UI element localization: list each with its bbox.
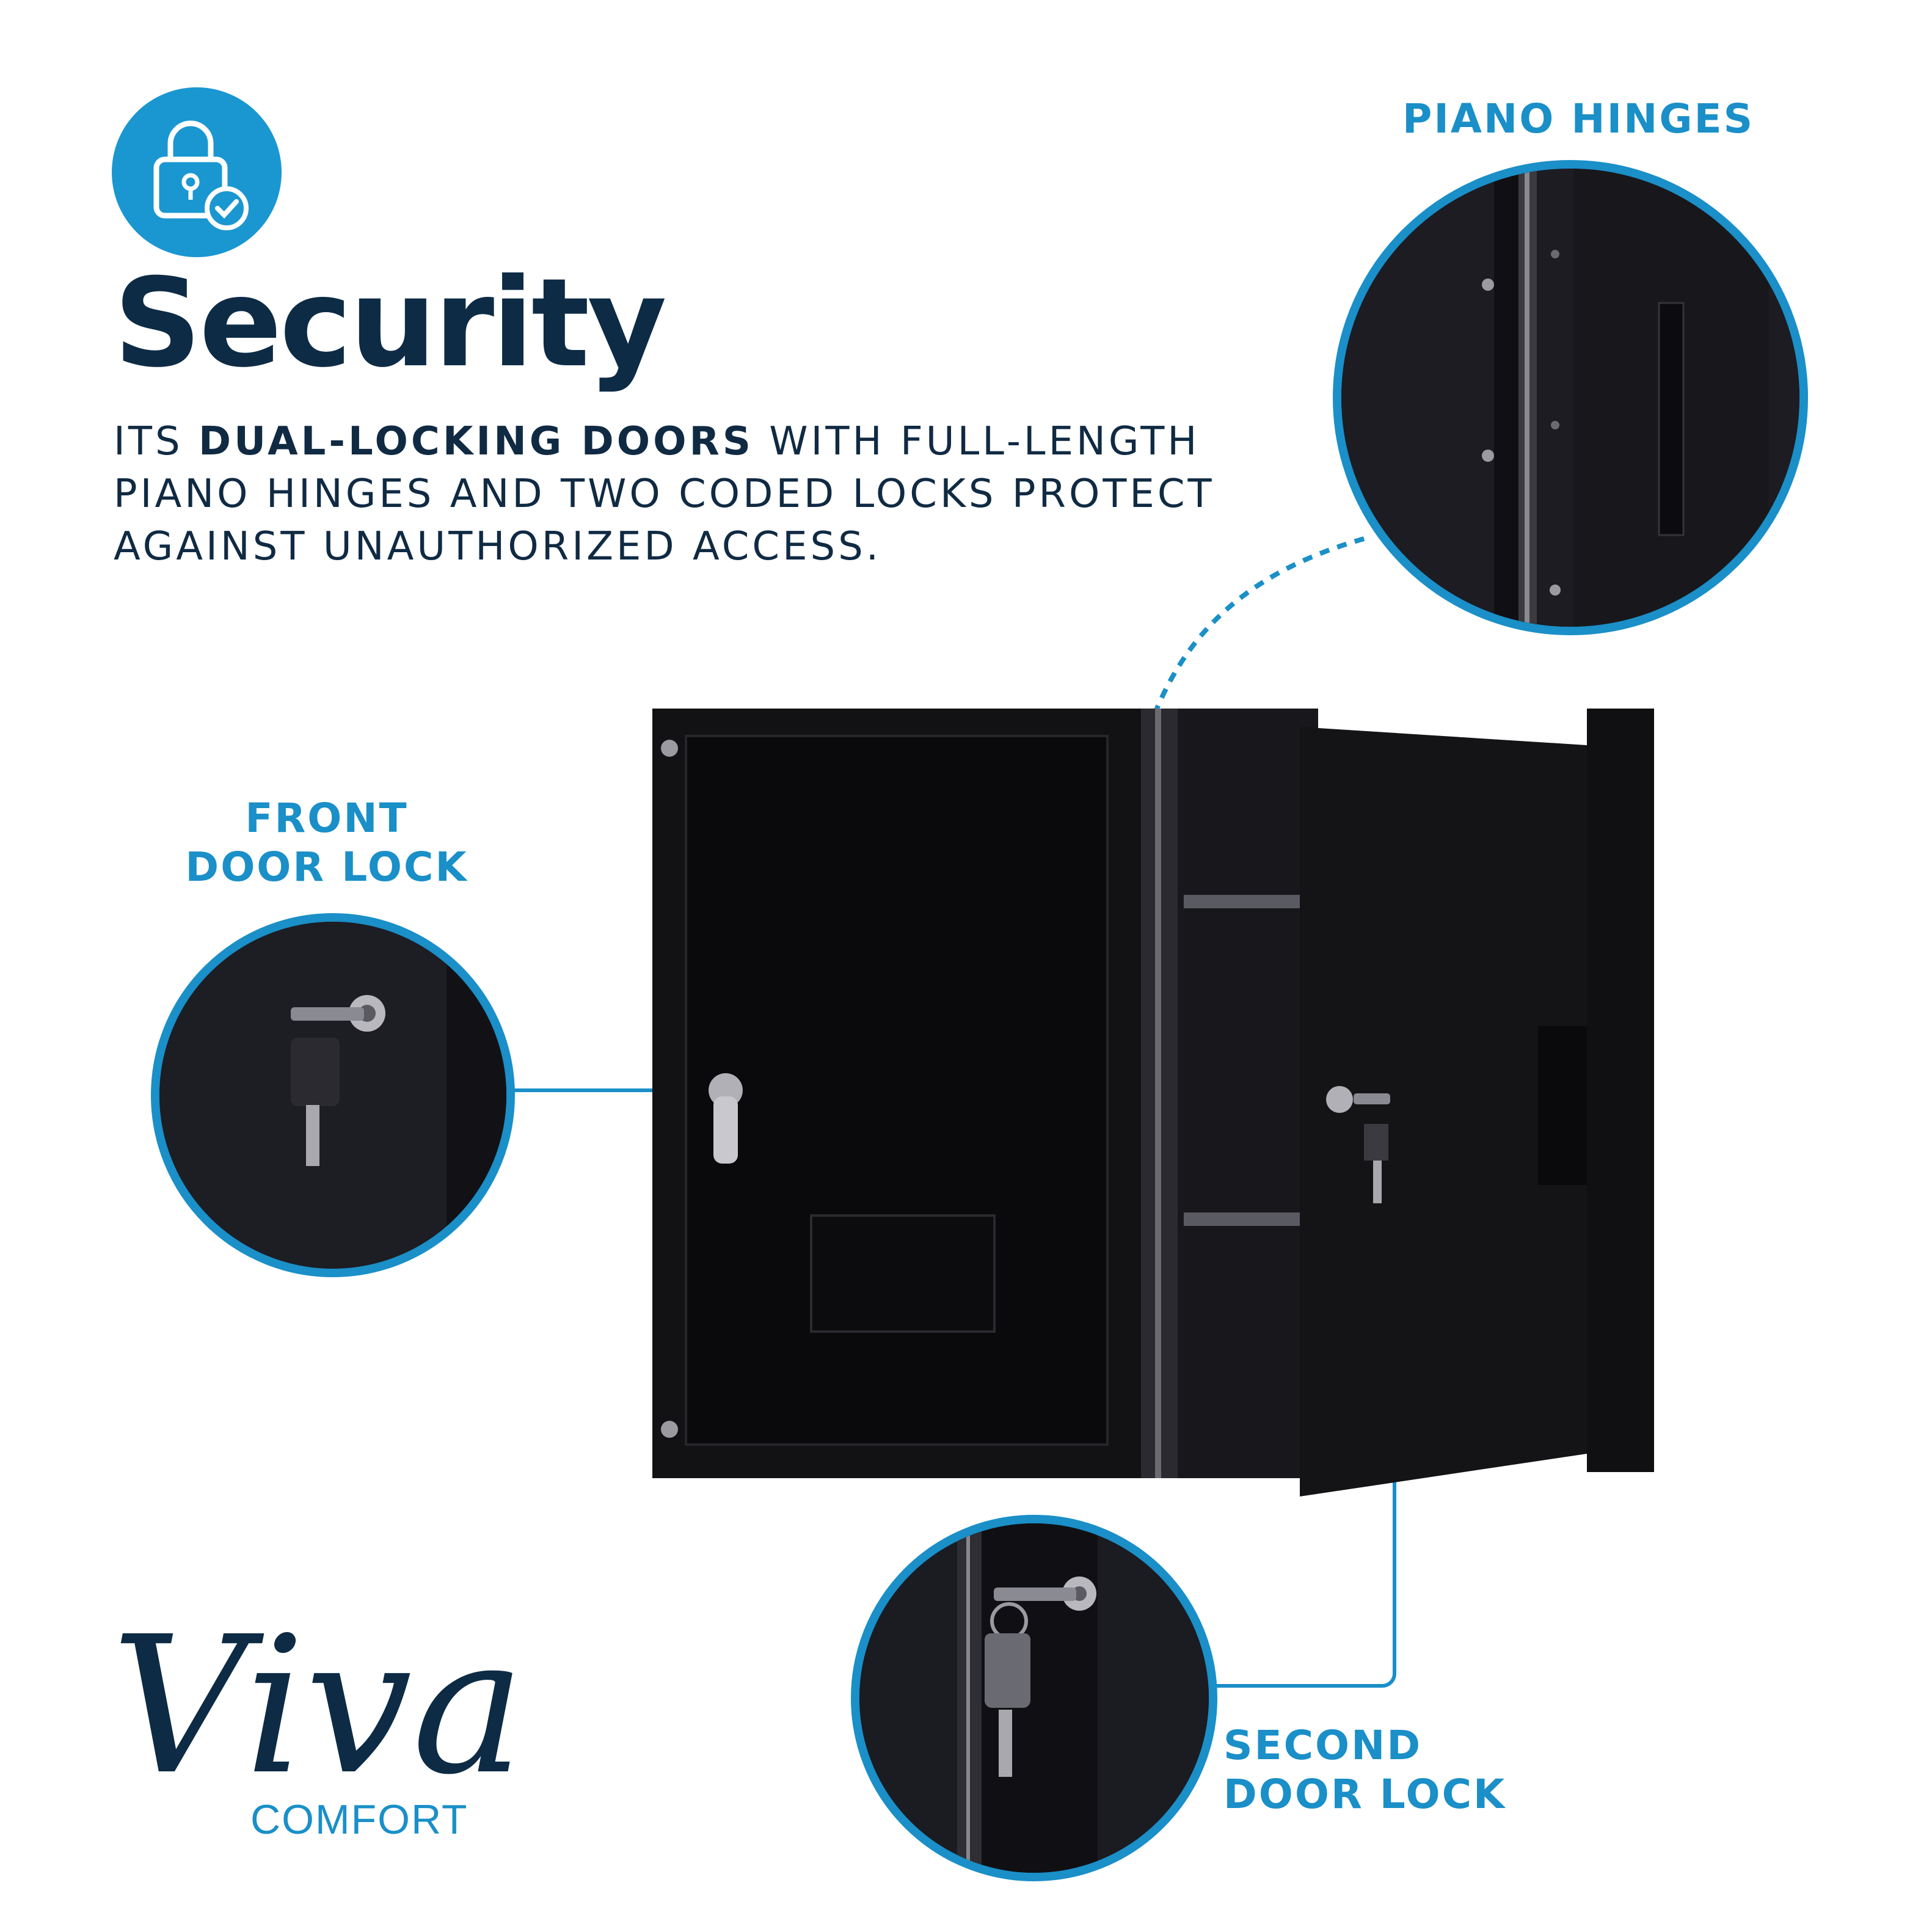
key-cabinet-image: [652, 709, 1654, 1496]
second-door-lock-line1: SECOND: [1223, 1722, 1423, 1769]
cabinet-interior: [1178, 709, 1318, 1478]
lock-check-badge: [112, 87, 282, 257]
description: ITS DUAL-LOCKING DOORS WITH FULL-LENGTH …: [114, 415, 1305, 573]
second-door-lock-line2: DOOR LOCK: [1223, 1771, 1507, 1818]
front-door-lock-line1: FRONT: [245, 795, 409, 842]
front-door-lock-label: FRONT DOOR LOCK: [183, 794, 470, 892]
second-lock-image: [859, 1523, 1209, 1873]
viva-comfort-logo: Viva: [111, 1596, 514, 1817]
description-rest: WITH FULL-LENGTH PIANO HINGES AND TWO CO…: [114, 419, 1215, 569]
page-title: Security: [114, 252, 667, 395]
second-cam-lock: [1326, 1086, 1390, 1203]
description-emphasis: DUAL-LOCKING DOORS: [198, 419, 754, 464]
piano-hinges-label: PIANO HINGES: [1402, 95, 1755, 142]
front-cam-lock: [709, 1073, 743, 1164]
piano-hinges-detail: [1333, 160, 1808, 635]
logo-wordmark: COMFORT: [250, 1796, 468, 1843]
front-door-lock-line2: DOOR LOCK: [185, 844, 468, 891]
front-lock-image: [159, 922, 506, 1269]
label-holder: [810, 1214, 996, 1333]
second-door-lock-label: SECOND DOOR LOCK: [1223, 1721, 1506, 1819]
description-intro: ITS: [114, 419, 199, 464]
second-door: [1300, 727, 1587, 1496]
second-lock-connector: [1212, 1319, 1396, 1688]
cabinet-body: [1587, 709, 1654, 1472]
piano-hinge-connector: [1152, 535, 1369, 716]
front-door-lock-detail: [151, 913, 515, 1277]
logo-script: Viva: [111, 1596, 514, 1817]
second-door-lock-detail: [851, 1515, 1217, 1881]
lock-check-icon: [153, 120, 249, 230]
piano-hinge-image: [1341, 169, 1799, 627]
